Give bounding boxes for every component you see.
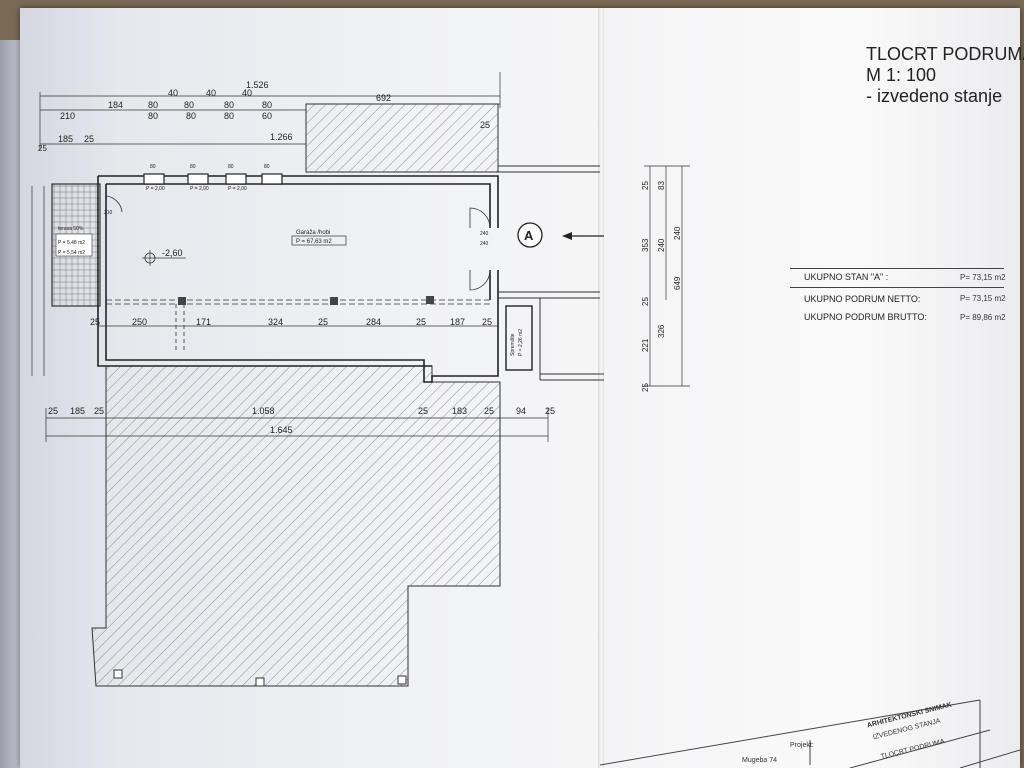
storage-name: Spremište bbox=[510, 333, 516, 356]
summary-label-brutto: UKUPNO PODRUM BRUTTO: bbox=[804, 312, 927, 322]
dim-right-1: 83 bbox=[657, 181, 666, 190]
hatched-area-bottom bbox=[91, 365, 501, 687]
dim-mid-3: 324 bbox=[268, 317, 283, 327]
dim-top-row-8: 80 bbox=[262, 100, 272, 110]
dim-top-60: 60 bbox=[262, 111, 272, 121]
dim-row2-0: 25 bbox=[38, 144, 47, 153]
summary-label-stan: UKUPNO STAN "A" : bbox=[804, 272, 889, 282]
dimension-lines-top bbox=[39, 72, 501, 150]
dim-mid-6: 25 bbox=[416, 317, 426, 327]
title-line-3: - izvedeno stanje bbox=[866, 86, 1003, 106]
dim-mid-1: 250 bbox=[132, 317, 147, 327]
dim-mid-0: 25 bbox=[90, 317, 100, 327]
title-line-2: M 1: 100 bbox=[866, 65, 937, 85]
dim-bot-8: 25 bbox=[545, 406, 555, 416]
dim-bot-2: 25 bbox=[94, 406, 104, 416]
summary-label-netto: UKUPNO PODRUM NETTO: bbox=[804, 294, 921, 304]
sheet-right-panel bbox=[604, 8, 1020, 768]
dim-row2-2: 25 bbox=[84, 134, 94, 144]
dim-top-row-5: 40 bbox=[206, 88, 216, 98]
window-p-3: P = 2,00 bbox=[228, 186, 247, 192]
terrace-area-2: P = 5,54 m2 bbox=[58, 250, 85, 256]
dim-right-8: 326 bbox=[657, 324, 666, 338]
dim-top-row2-0: 80 bbox=[148, 111, 158, 121]
dim-row2-1: 185 bbox=[58, 134, 73, 144]
hatched-area-top bbox=[305, 103, 499, 173]
sheet-fold bbox=[598, 8, 604, 768]
dim-right-9: 25 bbox=[641, 383, 650, 392]
door-width-label: 210 bbox=[104, 210, 113, 216]
dim-top-row-2: 80 bbox=[148, 100, 158, 110]
dim-row2-total: 1.266 bbox=[270, 132, 293, 142]
dim-right-4: 240 bbox=[673, 226, 682, 240]
dim-mid-5: 284 bbox=[366, 317, 381, 327]
level-label: -2,60 bbox=[162, 248, 183, 258]
dim-bot-5: 183 bbox=[452, 406, 467, 416]
dim-bot-1: 185 bbox=[70, 406, 85, 416]
window-h-1: 80 bbox=[150, 164, 156, 170]
dim-bot-7: 94 bbox=[516, 406, 526, 416]
dim-top-total: 1.526 bbox=[246, 80, 269, 90]
dim-right-0: 25 bbox=[641, 181, 650, 190]
dim-bot-0: 25 bbox=[48, 406, 58, 416]
window-p-1: P = 2,00 bbox=[146, 186, 165, 192]
dim-top-row-3: 40 bbox=[168, 88, 178, 98]
section-marker bbox=[517, 222, 543, 248]
summary-rule bbox=[790, 287, 1004, 288]
dim-top-row2-2: 80 bbox=[224, 111, 234, 121]
terrace-area-1: P = 5,48 m2 bbox=[58, 240, 85, 246]
window-p-2: P = 2,00 bbox=[190, 186, 209, 192]
dim-bot-6: 25 bbox=[484, 406, 494, 416]
dim-top-692: 692 bbox=[376, 93, 391, 103]
summary-rule bbox=[790, 268, 1004, 269]
window-h-2: 80 bbox=[190, 164, 196, 170]
titleblock-address: Mugeba 74 bbox=[742, 757, 778, 764]
dim-top-row-0: 210 bbox=[60, 111, 75, 121]
storage-area: P = 2,26 m2 bbox=[518, 329, 524, 356]
dim-right-7: 221 bbox=[641, 338, 650, 352]
dimension-lines-right bbox=[644, 165, 690, 387]
dim-mid-4: 25 bbox=[318, 317, 328, 327]
summary-value-stan: P= 73,15 m2 bbox=[960, 273, 1006, 282]
dim-right-5: 649 bbox=[673, 276, 682, 290]
dim-bot-3: 1.058 bbox=[252, 406, 275, 416]
dim-top-row-4: 80 bbox=[184, 100, 194, 110]
dim-mid-7: 187 bbox=[450, 317, 465, 327]
titleblock-projekt-label: Projekt: bbox=[790, 742, 814, 749]
dim-top-row-1: 184 bbox=[108, 100, 123, 110]
summary-value-brutto: P= 89,86 m2 bbox=[960, 313, 1006, 322]
garage-area: P = 67,63 m2 bbox=[296, 239, 332, 245]
door-dim-2: 240 bbox=[480, 241, 489, 247]
dim-right-6: 25 bbox=[641, 297, 650, 306]
summary-value-netto: P= 73,15 m2 bbox=[960, 294, 1006, 303]
section-marker-label: A bbox=[524, 228, 534, 243]
dim-bot-total: 1.645 bbox=[270, 425, 293, 435]
dim-mid-2: 171 bbox=[196, 317, 211, 327]
dim-top-row-7: 40 bbox=[242, 88, 252, 98]
drawing-title: TLOCRT PODRUMA M 1: 100 - izvedeno stanj… bbox=[866, 44, 1024, 107]
terrace-name: terasa 50% bbox=[58, 226, 84, 232]
door-dim-1: 240 bbox=[480, 231, 489, 237]
dim-bot-4: 25 bbox=[418, 406, 428, 416]
dim-top-25: 25 bbox=[480, 120, 490, 130]
garage-name: Garaža /hobi bbox=[296, 230, 330, 236]
dim-right-2: 353 bbox=[641, 238, 650, 252]
garage-walls bbox=[97, 175, 499, 383]
dim-mid-8: 25 bbox=[482, 317, 492, 327]
window-h-3: 80 bbox=[228, 164, 234, 170]
title-line-1: TLOCRT PODRUMA bbox=[866, 44, 1024, 64]
storage-room bbox=[505, 305, 533, 371]
dim-right-3: 240 bbox=[657, 238, 666, 252]
window-h-4: 80 bbox=[264, 164, 270, 170]
title-block bbox=[600, 699, 1021, 768]
dim-top-row-6: 80 bbox=[224, 100, 234, 110]
dim-top-row2-1: 80 bbox=[186, 111, 196, 121]
